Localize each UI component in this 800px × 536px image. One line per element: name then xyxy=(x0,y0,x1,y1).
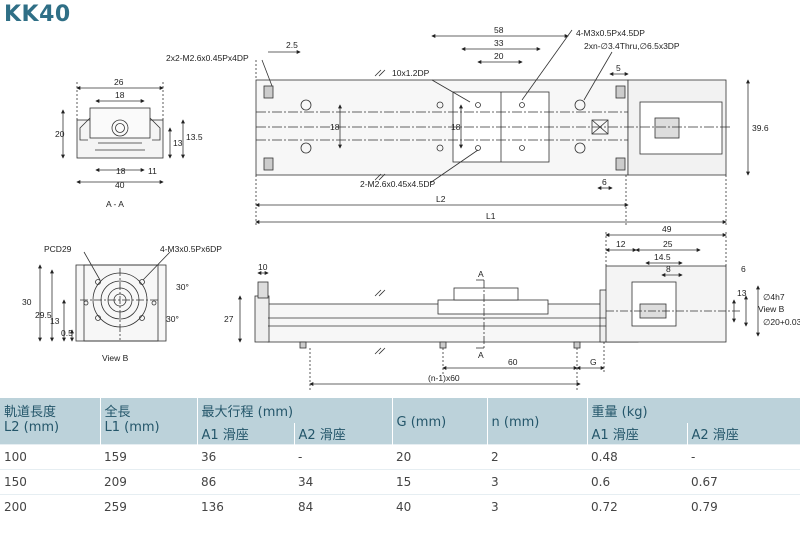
cell-l2: 200 xyxy=(0,494,100,519)
cell-l2: 100 xyxy=(0,444,100,470)
product-title: KK40 xyxy=(4,2,71,27)
dim-13-end: 13 xyxy=(737,288,747,298)
cell-stroke-a2: - xyxy=(294,444,392,470)
header-max-stroke: 最大行程 (mm) xyxy=(196,398,392,423)
header-weight: 重量 (kg) xyxy=(586,398,800,423)
dim-30deg-bottom: 30° xyxy=(166,314,179,324)
dim-n-1-x60: (n-1)x60 xyxy=(428,373,460,383)
dim-13-5: 13.5 xyxy=(186,132,203,142)
dim-25: 25 xyxy=(663,239,673,249)
top-view xyxy=(255,29,750,225)
dim-shaft-4h7: ∅4h7 xyxy=(763,292,785,302)
cell-l2: 150 xyxy=(0,469,100,495)
cell-stroke-a1: 36 xyxy=(197,444,294,470)
cell-l1: 209 xyxy=(100,469,197,495)
dim-boss-20: ∅20+0.03 0 xyxy=(763,317,800,327)
dim-60: 60 xyxy=(508,357,518,367)
dim-0-5: 0.5 xyxy=(61,328,73,338)
dim-8: 8 xyxy=(666,264,671,274)
cell-g: 15 xyxy=(392,469,487,495)
end-view xyxy=(605,232,760,343)
dim-18-top: 18 xyxy=(115,90,125,100)
section-caption: A - A xyxy=(106,199,124,209)
technical-drawing: 26 18 20 13 13.5 18 11 40 A - A 2x2-M2.6… xyxy=(22,25,800,390)
view-b-caption: View B xyxy=(102,353,129,363)
dim-18-left: 18 xyxy=(330,122,340,132)
cell-stroke-a2: 34 xyxy=(294,469,392,495)
dim-g: G xyxy=(590,357,597,367)
dim-5: 5 xyxy=(616,63,621,73)
header-stroke-a1: A1 滑座 xyxy=(196,423,294,445)
dim-40: 40 xyxy=(115,180,125,190)
dim-l1: L1 xyxy=(486,211,496,221)
dim-39-6: 39.6 xyxy=(752,123,769,133)
dim-13: 13 xyxy=(173,138,183,148)
dim-13-b: 13 xyxy=(50,316,60,326)
header-n: n (mm) xyxy=(486,398,587,445)
cell-weight-a1: 0.72 xyxy=(587,494,687,519)
header-stroke-a2: A2 滑座 xyxy=(293,423,392,445)
cell-l1: 259 xyxy=(100,494,197,519)
cell-g: 20 xyxy=(392,444,487,470)
dim-14-5: 14.5 xyxy=(654,252,671,262)
dim-20: 20 xyxy=(55,129,65,139)
table-row: 200 259 136 84 40 3 0.72 0.79 xyxy=(0,494,800,519)
section-mark-a-top: A xyxy=(478,269,484,279)
dim-20-top: 20 xyxy=(494,51,504,61)
header-weight-a1: A1 滑座 xyxy=(586,423,687,445)
cell-n: 3 xyxy=(487,494,587,519)
dim-26: 26 xyxy=(114,77,124,87)
header-weight-a2: A2 滑座 xyxy=(686,423,800,445)
callout-m2-6-top: 2x2-M2.6x0.45Px4DP xyxy=(166,53,249,63)
dim-27: 27 xyxy=(224,314,234,324)
callout-thru-hole: 2xn-∅3.4Thru,∅6.5x3DP xyxy=(584,41,680,51)
end-view-caption: View B xyxy=(758,304,785,314)
dim-29-5: 29.5 xyxy=(35,310,52,320)
dim-11: 11 xyxy=(148,166,157,176)
dim-18-bottom: 18 xyxy=(116,166,126,176)
callout-m3-top: 4-M3x0.5Px4.5DP xyxy=(576,28,645,38)
table-row: 150 209 86 34 15 3 0.6 0.67 xyxy=(0,469,800,495)
header-g: G (mm) xyxy=(391,398,487,445)
cell-n: 3 xyxy=(487,469,587,495)
dim-2-5: 2.5 xyxy=(286,40,298,50)
callout-m3-6dp: 4-M3x0.5Px6DP xyxy=(160,244,222,254)
cell-weight-a1: 0.48 xyxy=(587,444,687,470)
dim-6-top: 6 xyxy=(602,177,607,187)
cell-weight-a2: 0.67 xyxy=(687,469,800,495)
cell-stroke-a1: 86 xyxy=(197,469,294,495)
cell-weight-a2: 0.79 xyxy=(687,494,800,519)
cell-l1: 159 xyxy=(100,444,197,470)
cell-stroke-a2: 84 xyxy=(294,494,392,519)
dim-49: 49 xyxy=(662,224,672,234)
callout-m2-6-bottom: 2-M2.6x0.45x4.5DP xyxy=(360,179,435,189)
view-b xyxy=(38,251,171,342)
cell-stroke-a1: 136 xyxy=(197,494,294,519)
table-row: 100 159 36 - 20 2 0.48 - xyxy=(0,444,800,470)
section-mark-a-bottom: A xyxy=(478,350,484,360)
callout-10x1-2dp: 10x1.2DP xyxy=(392,68,430,78)
dim-l2: L2 xyxy=(436,194,446,204)
dim-58: 58 xyxy=(494,25,504,35)
cell-g: 40 xyxy=(392,494,487,519)
cell-weight-a2: - xyxy=(687,444,800,470)
callout-pcd29: PCD29 xyxy=(44,244,72,254)
cell-weight-a1: 0.6 xyxy=(587,469,687,495)
section-view-a-a xyxy=(61,82,185,184)
dim-30: 30 xyxy=(22,297,32,307)
dim-30deg-top: 30° xyxy=(176,282,189,292)
dim-12: 12 xyxy=(616,239,626,249)
dim-10: 10 xyxy=(258,262,268,272)
cell-n: 2 xyxy=(487,444,587,470)
dim-33: 33 xyxy=(494,38,504,48)
dim-6-side: 6 xyxy=(741,264,746,274)
dim-18-slide: 18 xyxy=(451,122,461,132)
